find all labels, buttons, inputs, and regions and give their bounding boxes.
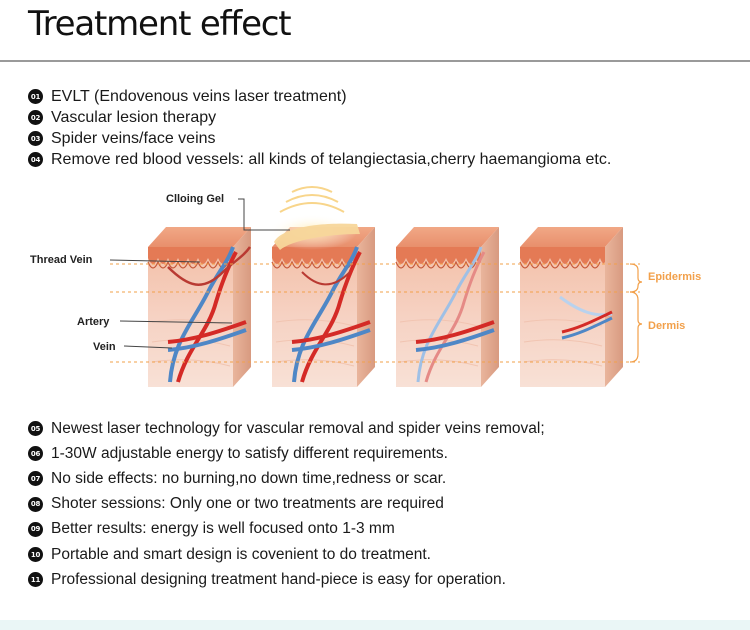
layer-guide-lines [110, 263, 640, 363]
number-badge-icon: 01 [28, 89, 43, 104]
number-badge-icon: 08 [28, 496, 43, 512]
epidermis-label: Epidermis [648, 271, 701, 283]
number-badge-icon: 03 [28, 131, 43, 146]
list-item-text: Shoter sessions: Only one or two treatme… [51, 495, 444, 513]
list-item: 07 No side effects: no burning,no down ti… [28, 466, 545, 491]
list-item: 11 Professional designing treatment hand-… [28, 567, 545, 592]
list-item: 09 Better results: energy is well focused… [28, 517, 545, 542]
list-item-text: Vascular lesion therapy [51, 108, 217, 126]
list-item: 05 Newest laser technology for vascular r… [28, 416, 545, 441]
feature-list-bottom: 05 Newest laser technology for vascular r… [28, 416, 545, 592]
list-item-text: Better results: energy is well focused o… [51, 520, 395, 538]
layer-brackets [629, 263, 643, 363]
list-item-text: EVLT (Endovenous veins laser treatment) [51, 87, 347, 105]
number-badge-icon: 02 [28, 110, 43, 125]
list-item: 10 Portable and smart design is covenient… [28, 542, 545, 567]
list-item-text: Spider veins/face veins [51, 129, 216, 147]
artery-label: Artery [77, 316, 110, 328]
skin-block-1 [147, 226, 252, 388]
skin-block-3 [395, 226, 500, 388]
dermis-label: Dermis [648, 320, 685, 332]
number-badge-icon: 06 [28, 446, 43, 462]
footer-band [0, 620, 750, 630]
thread-vein-label: Thread Vein [30, 254, 93, 266]
number-badge-icon: 07 [28, 471, 43, 487]
skin-block-4 [519, 226, 624, 388]
title-divider [0, 60, 750, 62]
skin-layers-illustration: Clloing Gel Thread Vein Artery Vein Epid… [30, 186, 701, 388]
number-badge-icon: 11 [28, 572, 43, 588]
vein-label: Vein [93, 341, 116, 353]
list-item-text: No side effects: no burning,no down time… [51, 469, 447, 487]
skin-block-2 [267, 186, 376, 388]
list-item: 03 Spider veins/face veins [28, 128, 611, 149]
page-title: Treatment effect [28, 4, 292, 44]
list-item: 01 EVLT (Endovenous veins laser treatment… [28, 86, 611, 107]
list-item-text: Professional designing treatment hand-pi… [51, 570, 506, 588]
number-badge-icon: 04 [28, 152, 43, 167]
number-badge-icon: 09 [28, 521, 43, 537]
number-badge-icon: 05 [28, 421, 43, 437]
gel-label: Clloing Gel [166, 193, 224, 205]
number-badge-icon: 10 [28, 547, 43, 563]
treatment-list-top: 01 EVLT (Endovenous veins laser treatment… [28, 86, 611, 170]
list-item-text: Portable and smart design is covenient t… [51, 545, 431, 563]
list-item: 02 Vascular lesion therapy [28, 107, 611, 128]
list-item-text: Remove red blood vessels: all kinds of t… [51, 150, 612, 168]
label-leader-lines [109, 198, 290, 349]
list-item-text: 1-30W adjustable energy to satisfy diffe… [51, 444, 448, 462]
list-item: 06 1-30W adjustable energy to satisfy dif… [28, 441, 545, 466]
list-item: 08 Shoter sessions: Only one or two treat… [28, 492, 545, 517]
list-item: 04 Remove red blood vessels: all kinds of… [28, 149, 611, 170]
list-item-text: Newest laser technology for vascular rem… [51, 419, 545, 437]
